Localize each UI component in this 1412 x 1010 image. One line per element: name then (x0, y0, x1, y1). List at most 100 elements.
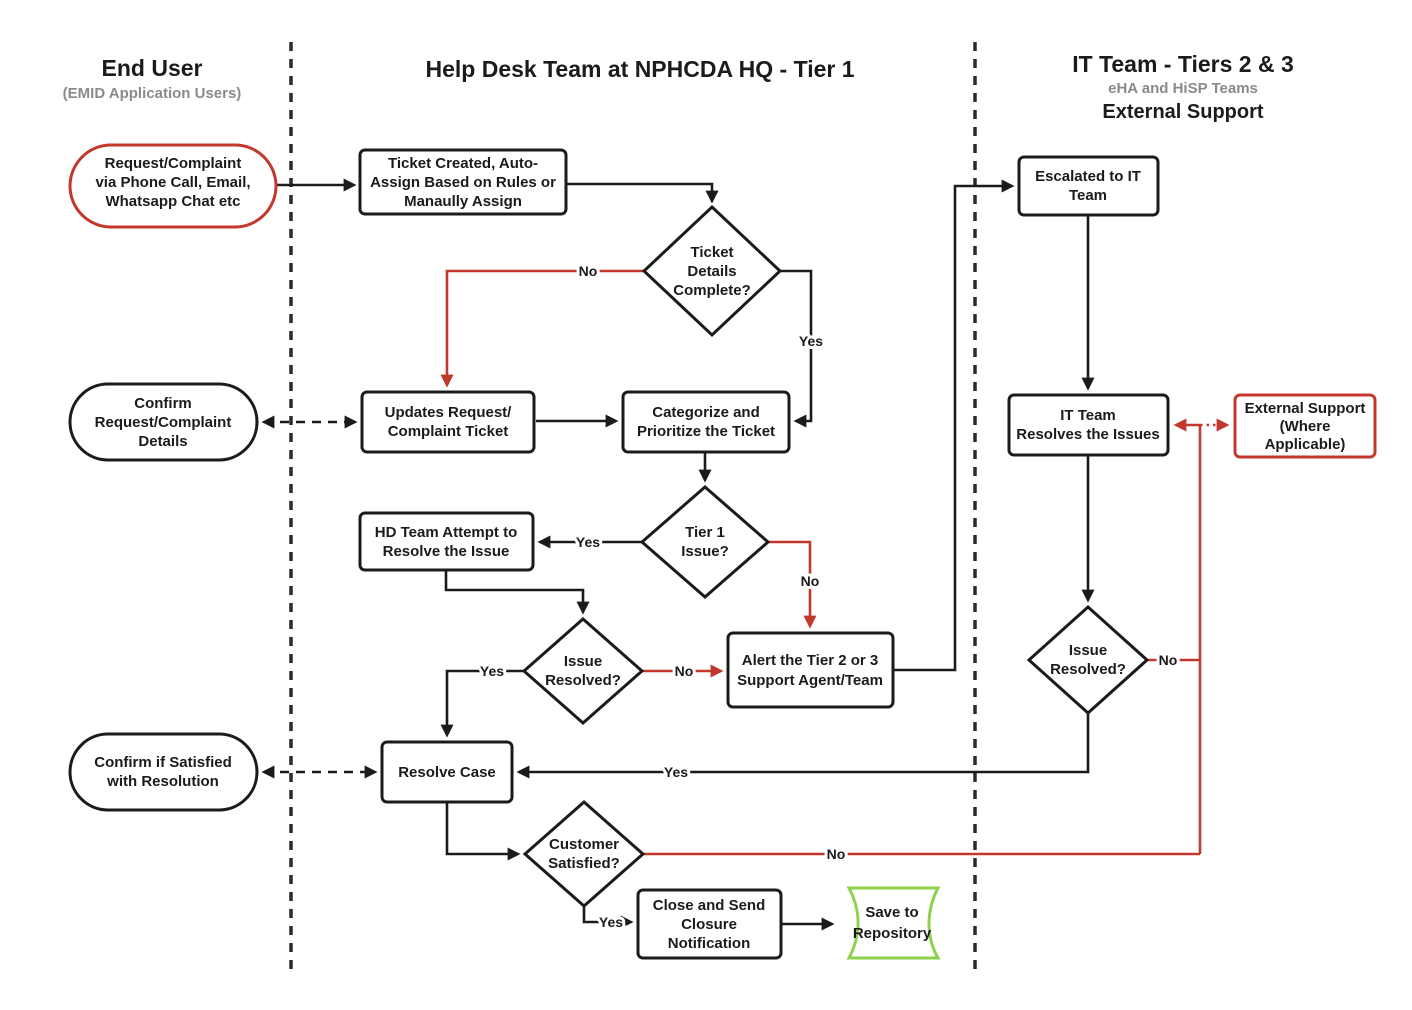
node-request-complaint: Request/Complaint via Phone Call, Email,… (68, 143, 278, 229)
ticket-details-line2: Details (687, 263, 736, 280)
edge-hdattempt-to-midresolved (444, 571, 590, 615)
close-notification-line3: Notification (668, 935, 751, 952)
node-ticket-details-complete: Ticket Details Complete? (641, 204, 783, 338)
edge-details-yes-to-categorize (780, 269, 813, 428)
it-resolves-shape (1007, 393, 1170, 457)
confirm-details-line1: Confirm (134, 395, 192, 412)
categorize-line2: Prioritize the Ticket (637, 423, 775, 440)
node-external-support: External Support (Where Applicable) (1233, 393, 1377, 459)
confirm-details-line3: Details (138, 433, 187, 450)
issue-resolved-mid-shape (521, 617, 645, 725)
edge-rightresolved-yes-to-resolvecase (516, 713, 1090, 779)
confirm-details-shape (68, 382, 259, 462)
node-alert-tier23: Alert the Tier 2 or 3 Support Agent/Team (726, 631, 895, 709)
customer-satisfied-line1: Customer (549, 836, 619, 853)
external-support-line2: (Where (1280, 418, 1331, 435)
escalated-it-line2: Team (1069, 187, 1107, 204)
ticket-created-line2: Assign Based on Rules or (370, 174, 556, 191)
node-escalated-it: Escalated to IT Team (1017, 155, 1160, 217)
resolve-case-line1: Resolve Case (398, 764, 496, 781)
node-categorize: Categorize and Prioritize the Ticket (621, 390, 791, 454)
node-updates-ticket: Updates Request/ Complaint Ticket (360, 390, 536, 454)
node-resolve-case: Resolve Case (380, 740, 514, 804)
alert-tier23-line1: Alert the Tier 2 or 3 (742, 652, 878, 669)
node-close-notification: Close and Send Closure Notification (636, 888, 783, 960)
lane-helpdesk-title: Help Desk Team at NPHCDA HQ - Tier 1 (425, 56, 854, 82)
node-customer-satisfied: Customer Satisfied? (522, 800, 646, 908)
lane-itteam-title: IT Team - Tiers 2 & 3 (1072, 51, 1294, 77)
it-resolves-line1: IT Team (1060, 407, 1116, 424)
hd-attempt-line1: HD Team Attempt to (375, 524, 518, 541)
confirm-details-line2: Request/Complaint (95, 414, 232, 431)
save-repository-shape (846, 886, 941, 960)
lane-itteam-subtitle: eHA and HiSP Teams (1108, 80, 1258, 97)
ticket-details-line3: Complete? (673, 282, 751, 299)
request-complaint-shape (68, 143, 278, 229)
edge-label-right-yes: Yes (664, 764, 688, 780)
ticket-created-line3: Manaully Assign (404, 193, 522, 210)
edge-label-satisfied-no: No (827, 846, 846, 862)
edge-label-satisfied-yes: Yes (599, 914, 623, 930)
tier1-issue-shape (639, 485, 771, 599)
issue-resolved-mid-line2: Resolved? (545, 672, 621, 689)
edge-midresolved-yes-to-resolvecase (440, 669, 524, 738)
escalated-it-line1: Escalated to IT (1035, 168, 1141, 185)
node-hd-attempt: HD Team Attempt to Resolve the Issue (358, 511, 535, 572)
request-complaint-line3: Whatsapp Chat etc (105, 193, 240, 210)
issue-resolved-mid-line1: Issue (564, 653, 602, 670)
edge-label-tier1-no: No (801, 573, 820, 589)
ticket-created-shape (358, 148, 568, 216)
edge-details-no-to-updates (440, 269, 643, 388)
edge-label-mid-no: No (675, 663, 694, 679)
save-repository-line1: Save to (865, 904, 918, 921)
edge-label-mid-yes: Yes (480, 663, 504, 679)
lane-enduser-subtitle: (EMID Application Users) (63, 85, 242, 102)
confirm-satisfied-shape (68, 732, 259, 812)
edge-satisfied-yes-to-close (582, 907, 634, 929)
external-support-shape (1233, 393, 1377, 459)
tier1-issue-line2: Issue? (681, 543, 729, 560)
ticket-created-line1: Ticket Created, Auto- (388, 155, 538, 172)
node-confirm-details: Confirm Request/Complaint Details (68, 382, 259, 462)
updates-ticket-line1: Updates Request/ (385, 404, 513, 421)
hd-attempt-shape (358, 511, 535, 572)
lane-enduser-title: End User (102, 55, 203, 81)
resolve-case-shape (380, 740, 514, 804)
alert-tier23-line2: Support Agent/Team (737, 672, 883, 689)
escalated-it-shape (1017, 155, 1160, 217)
confirm-satisfied-line1: Confirm if Satisfied (94, 754, 232, 771)
node-it-resolves: IT Team Resolves the Issues (1007, 393, 1170, 457)
customer-satisfied-line2: Satisfied? (548, 855, 620, 872)
updates-ticket-shape (360, 390, 536, 454)
node-save-repository: Save to Repository (846, 886, 941, 960)
edge-resolvecase-to-satisfied (445, 803, 521, 861)
request-complaint-line2: via Phone Call, Email, (95, 174, 250, 191)
issue-resolved-right-line2: Resolved? (1050, 661, 1126, 678)
edge-tier1-no-to-alert (769, 540, 817, 629)
node-confirm-satisfied: Confirm if Satisfied with Resolution (68, 732, 259, 812)
request-complaint-line1: Request/Complaint (105, 155, 242, 172)
external-support-line1: External Support (1245, 400, 1366, 417)
edge-label-details-no: No (579, 263, 598, 279)
updates-ticket-line2: Complaint Ticket (388, 423, 509, 440)
ticket-details-line1: Ticket (690, 244, 733, 261)
it-resolves-line2: Resolves the Issues (1016, 426, 1159, 443)
confirm-satisfied-line2: with Resolution (106, 773, 219, 790)
node-tier1-issue: Tier 1 Issue? (639, 485, 771, 599)
issue-resolved-right-shape (1026, 604, 1150, 716)
save-repository-line2: Repository (853, 925, 932, 942)
edge-label-details-yes: Yes (799, 333, 823, 349)
close-notification-line1: Close and Send (653, 897, 766, 914)
node-ticket-created: Ticket Created, Auto- Assign Based on Ru… (358, 148, 568, 216)
hd-attempt-line2: Resolve the Issue (383, 543, 510, 560)
issue-resolved-right-line1: Issue (1069, 642, 1107, 659)
edge-label-right-no: No (1159, 652, 1178, 668)
node-issue-resolved-right: Issue Resolved? (1026, 604, 1150, 716)
external-support-line3: Applicable) (1265, 436, 1346, 453)
close-notification-shape (636, 888, 783, 960)
categorize-shape (621, 390, 791, 454)
customer-satisfied-shape (522, 800, 646, 908)
node-issue-resolved-mid: Issue Resolved? (521, 617, 645, 725)
